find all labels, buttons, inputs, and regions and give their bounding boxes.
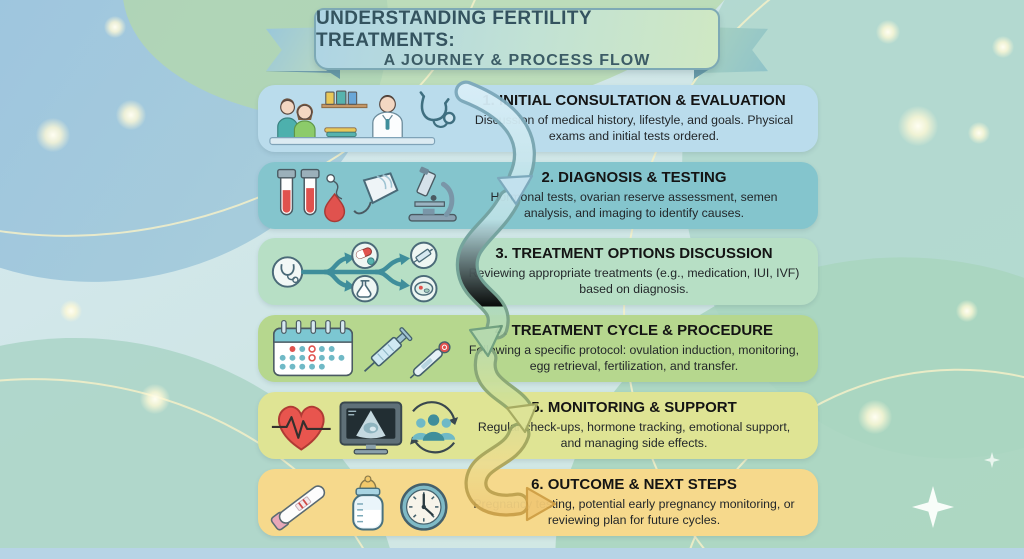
step-3-title: 3. TREATMENT OPTIONS DISCUSSION [495,245,773,263]
glow-dot [116,100,146,130]
ultrasound-probe-icon [353,171,399,214]
step-4-icons [258,318,462,380]
step-5-title: 5. MONITORING & SUPPORT [531,399,737,417]
desk-icon [269,136,436,145]
step-row-4: 4. TREATMENT CYCLE & PROCEDURE Following… [258,315,818,382]
glow-dot [140,384,170,414]
step-6-description: Pregnancy testing, potential early pregn… [473,497,795,527]
sperm-icon [326,173,343,200]
glow-dot [876,20,900,44]
step-row-2: 2. DIAGNOSIS & TESTING Hormonal tests, o… [258,162,818,229]
title-banner: UNDERSTANDING FERTILITY TREATMENTS: A JO… [266,3,768,81]
step-4-description: Following a specific protocol: ovulation… [468,343,800,373]
glow-dot [36,118,70,152]
pregnancy-test-icon [270,484,326,530]
infographic-title: UNDERSTANDING FERTILITY TREATMENTS: [316,7,592,51]
step-1-title: 1. INITIAL CONSULTATION & EVALUATION [482,92,786,110]
lab-flask-icon [351,274,379,302]
injection-pen-icon [409,340,451,379]
step-row-5: 5. MONITORING & SUPPORT Regular check-up… [258,392,818,459]
infographic-subtitle: A JOURNEY & PROCESS FLOW [383,51,651,69]
branching-arrows-icon [301,255,404,288]
step-1-icons [258,88,462,150]
step-row-6: 6. OUTCOME & NEXT STEPS Pregnancy testin… [258,469,818,536]
step-2-description: Hormonal tests, ovarian reserve assessme… [490,190,778,220]
glow-dot [60,300,82,322]
step-1-description: Discussion of medical history, lifestyle… [474,113,794,143]
syringe-option-icon [410,241,438,269]
glow-dot [104,16,126,38]
glow-dot [858,400,892,434]
doctor-icon [372,94,403,138]
ribbon-band: UNDERSTANDING FERTILITY TREATMENTS: A JO… [314,8,720,70]
step-3-icons [258,241,462,303]
support-group-icon [410,400,459,453]
clock-icon [400,482,448,531]
treatment-calendar-icon [273,319,354,376]
stethoscope-node-icon [271,255,304,288]
step-row-3: 3. TREATMENT OPTIONS DISCUSSION Reviewin… [258,238,818,305]
step-row-1: 1. INITIAL CONSULTATION & EVALUATION Dis… [258,85,818,152]
patient-couple-icon [277,97,316,138]
glow-dot [992,36,1014,58]
step-5-icons [258,395,462,457]
step-4-title: 4. TREATMENT CYCLE & PROCEDURE [494,322,774,340]
glow-dot [956,300,978,322]
step-6-icons [258,472,462,534]
petri-dish-icon [410,274,438,302]
glow-dot [898,106,938,146]
bookshelf-icon [321,90,368,137]
step-6-title: 6. OUTCOME & NEXT STEPS [531,476,737,494]
glow-dot [968,122,990,144]
baby-bottle-icon [352,474,384,530]
heartbeat-icon [271,405,331,451]
bottom-strip [0,548,1024,559]
ultrasound-monitor-icon [339,401,403,455]
step-2-title: 2. DIAGNOSIS & TESTING [541,169,727,187]
microscope-icon [408,166,457,222]
blood-drop-icon [324,192,346,222]
blood-test-tubes-icon [277,168,320,215]
step-3-description: Reviewing appropriate treatments (e.g., … [468,266,800,296]
stethoscope-icon [419,90,456,128]
medication-icon [351,241,379,269]
step-5-description: Regular check-ups, hormone tracking, emo… [477,420,791,450]
step-2-icons [258,165,462,227]
syringe-icon [363,326,413,372]
branching-arrowheads [344,251,411,292]
